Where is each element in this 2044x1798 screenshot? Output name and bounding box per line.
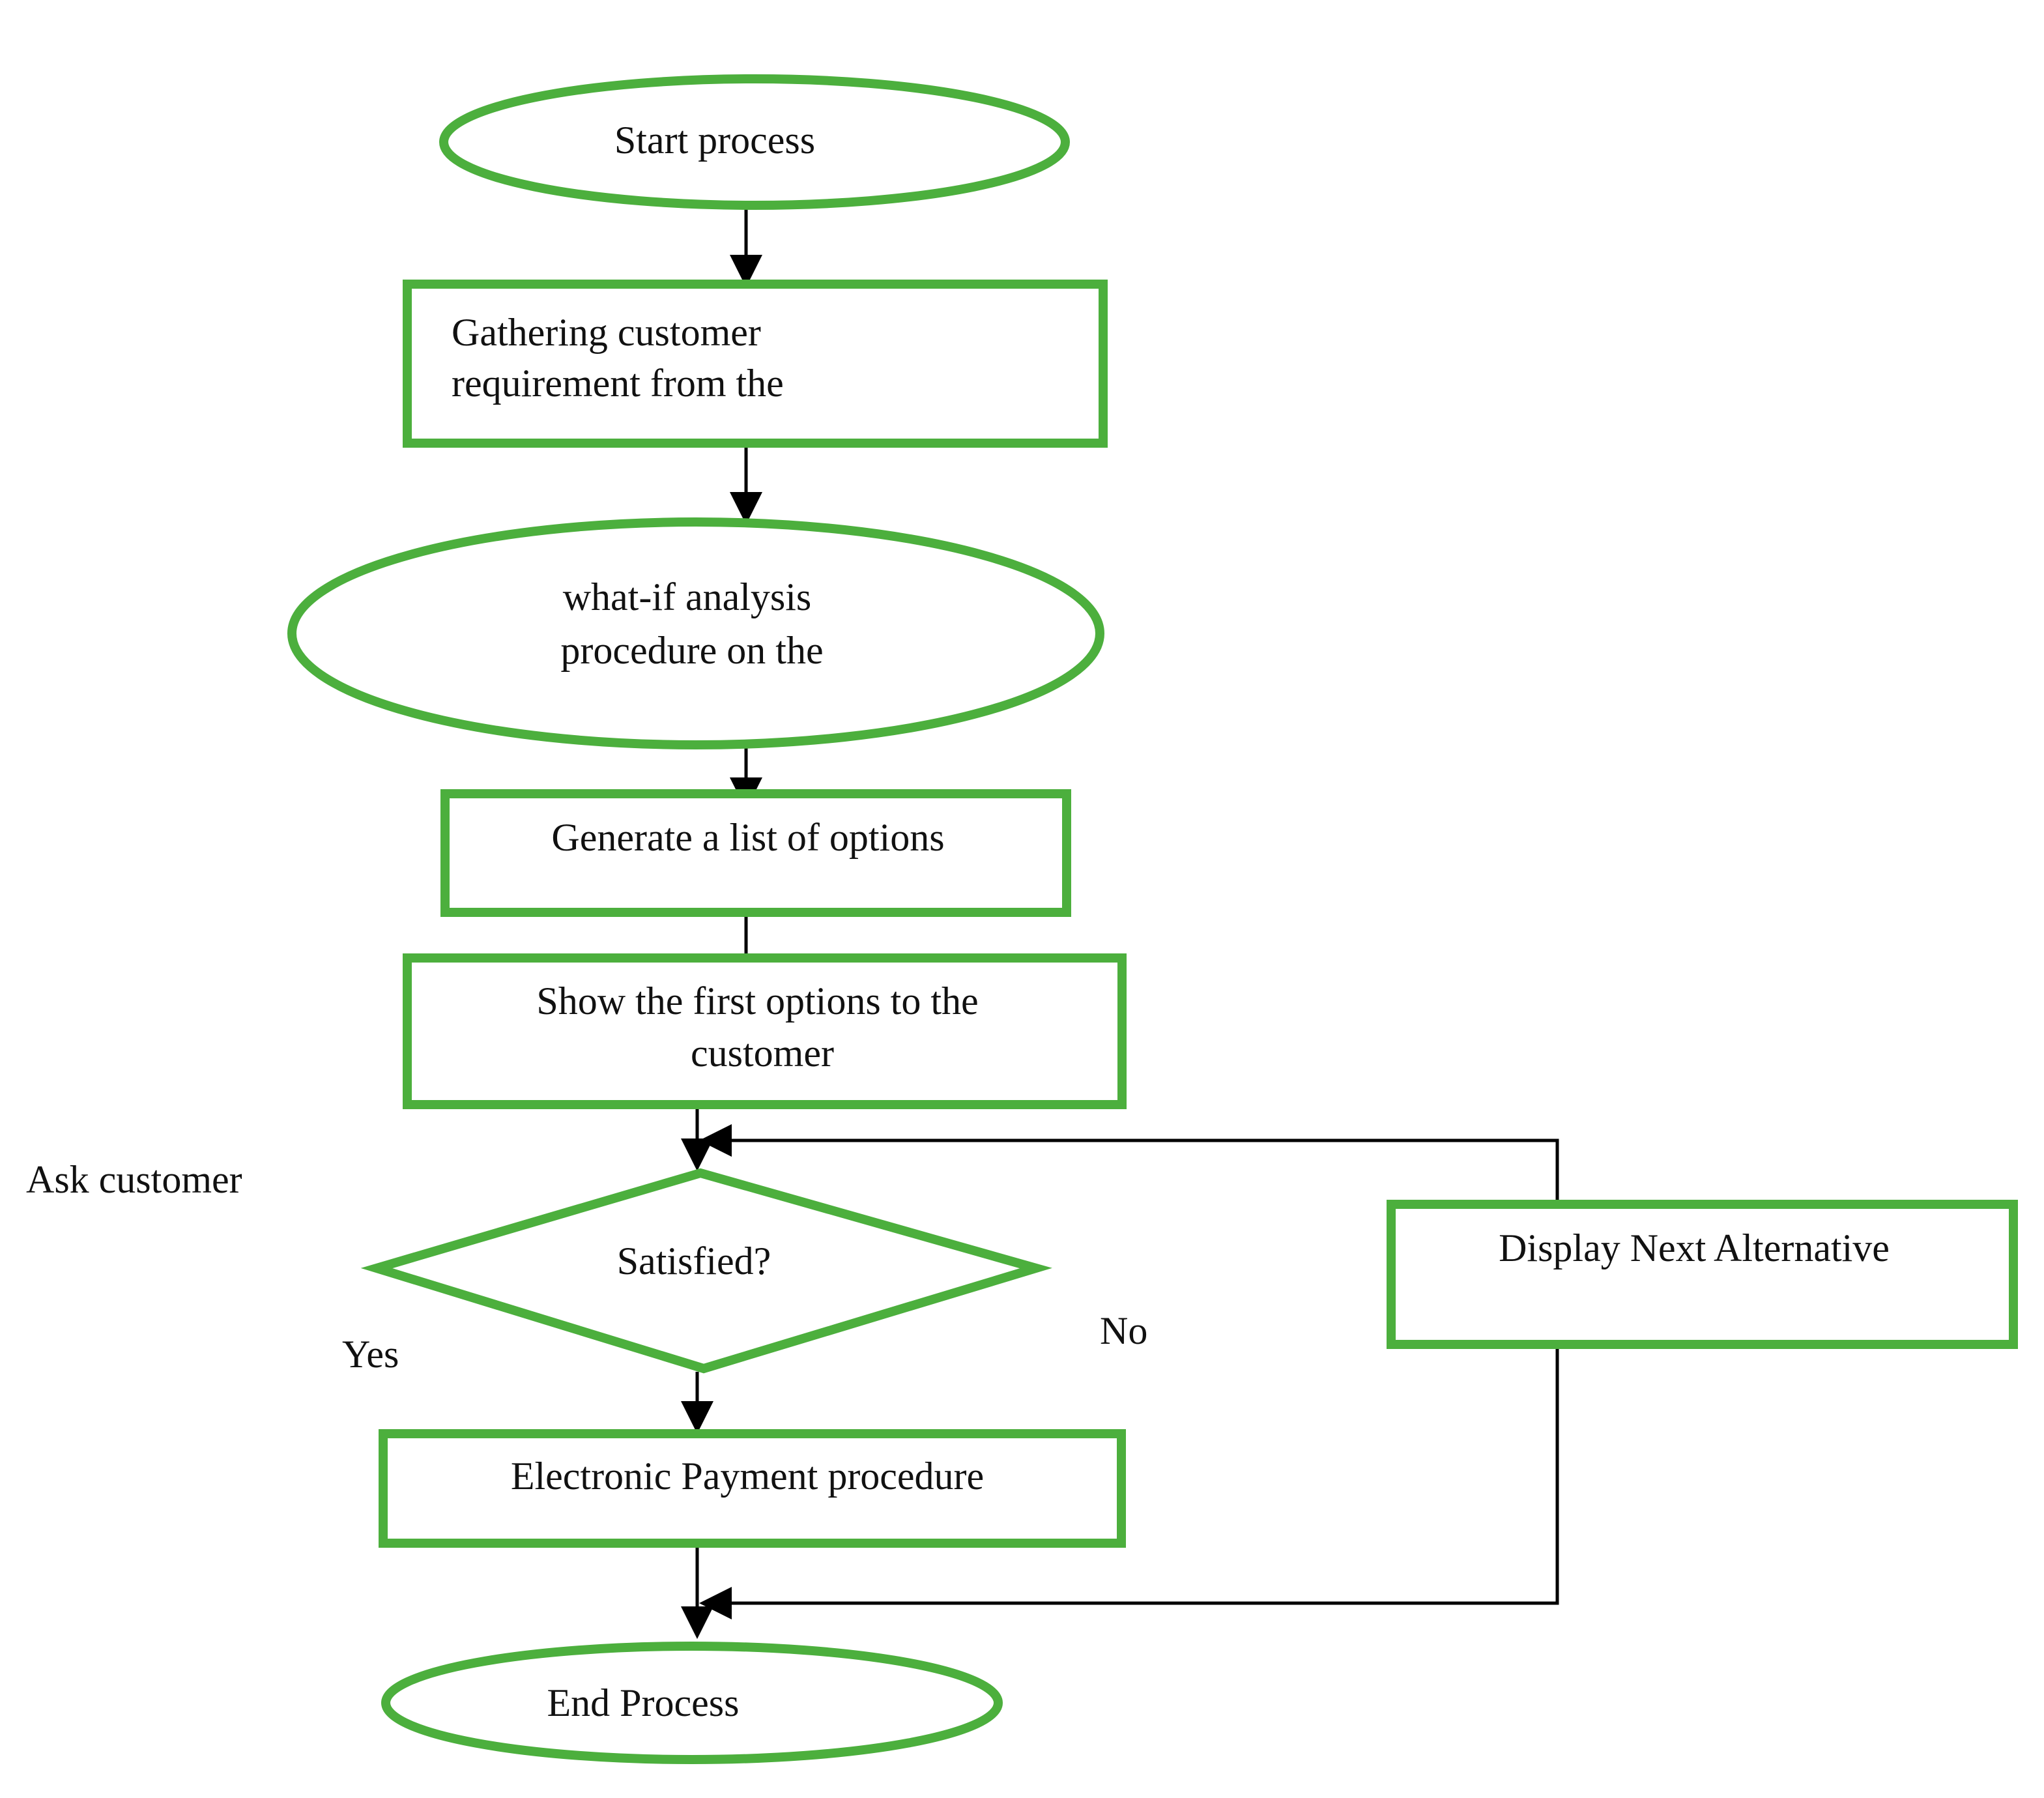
edge-display-next-to-satisfied <box>699 1124 1559 1204</box>
node-show-shape <box>403 953 1127 1109</box>
node-gather-line-1: Gathering customer <box>452 311 761 354</box>
node-generate-label: Generate a list of options <box>551 816 944 859</box>
node-end-shape <box>381 1642 1003 1764</box>
node-gather-shape <box>403 280 1108 448</box>
node-generate-shape <box>440 789 1071 917</box>
node-start-shape <box>439 74 1070 210</box>
node-show-line-2: customer <box>691 1032 834 1075</box>
free-labels: Ask customer Yes No <box>26 1158 1147 1376</box>
nodes <box>287 74 2018 1764</box>
node-gather-line-2: requirement from the <box>452 362 784 405</box>
connectors <box>681 207 1559 1639</box>
node-start-line-1: Start process <box>614 119 815 162</box>
node-satisfied-line-1: Satisfied? <box>617 1240 771 1283</box>
node-satisfied-label: Satisfied? <box>617 1240 771 1283</box>
label-yes: Yes <box>342 1333 399 1376</box>
node-show-label: Show the first options to the customer <box>536 979 988 1075</box>
node-payment-label: Electronic Payment procedure <box>511 1455 984 1498</box>
node-satisfied-shape <box>360 1168 1052 1374</box>
label-no: No <box>1100 1309 1147 1352</box>
node-start-label: Start process <box>614 119 815 162</box>
node-payment-line-1: Electronic Payment procedure <box>511 1455 984 1498</box>
edge-display-next-to-end <box>699 1344 1559 1619</box>
node-end-label: End Process <box>547 1681 740 1724</box>
node-whatif-line-1: what-if analysis <box>563 575 812 618</box>
node-whatif-line-2: procedure on the <box>560 629 823 672</box>
node-show-line-1: Show the first options to the <box>536 979 978 1022</box>
node-display-next-line-1: Display Next Alternative <box>1499 1226 1890 1269</box>
label-ask-customer: Ask customer <box>26 1158 242 1201</box>
node-payment-shape <box>379 1429 1126 1548</box>
node-display-next-label: Display Next Alternative <box>1499 1226 1890 1269</box>
node-labels: Start process Gathering customer require… <box>452 119 1890 1724</box>
node-whatif-label: what-if analysis procedure on the <box>560 575 823 672</box>
node-whatif-shape <box>287 517 1104 749</box>
node-gather-label: Gathering customer requirement from the <box>452 311 784 405</box>
node-end-line-1: End Process <box>547 1681 740 1724</box>
node-generate-line-1: Generate a list of options <box>551 816 944 859</box>
node-display-next-shape <box>1387 1200 2018 1349</box>
